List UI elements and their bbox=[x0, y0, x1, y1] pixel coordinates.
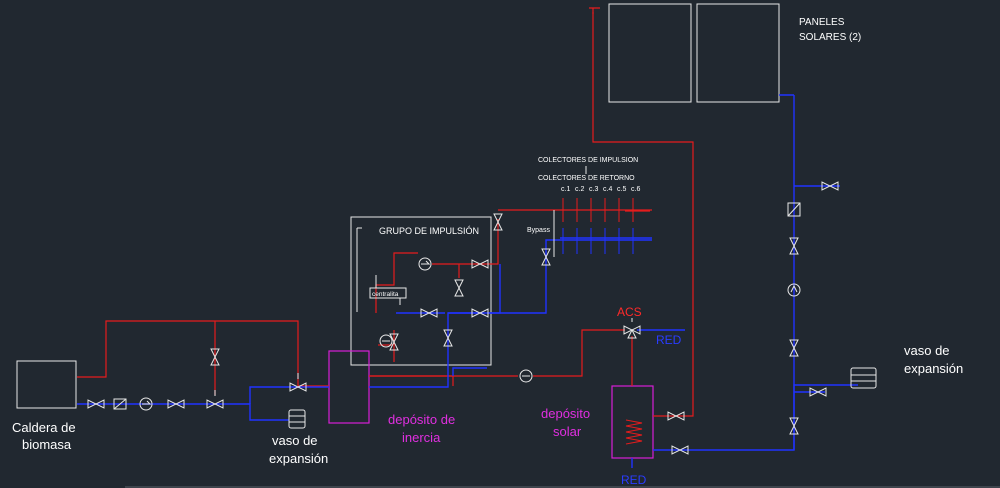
vessel-right-label-1: vaso de bbox=[904, 343, 950, 358]
solar-panels-label-1: PANELES bbox=[799, 17, 845, 28]
boiler-box bbox=[16, 360, 77, 409]
solar-tank-label-1: depósito bbox=[541, 406, 590, 421]
valve-icon bbox=[420, 308, 438, 318]
valve-stems bbox=[214, 318, 633, 396]
valve-icon bbox=[167, 399, 185, 409]
valve-icon bbox=[471, 308, 489, 318]
pump-icon bbox=[418, 257, 432, 271]
valve-icon bbox=[789, 417, 799, 435]
impulsion-group-bracket bbox=[356, 227, 362, 312]
three-way-valve-icon bbox=[623, 325, 641, 339]
vessel-left-label-1: vaso de bbox=[272, 433, 318, 448]
impulsion-group-frame bbox=[350, 216, 492, 366]
valve-icon bbox=[493, 213, 503, 231]
collectors-return-label: COLECTORES DE RETORNO bbox=[538, 175, 635, 182]
collector-ticks bbox=[562, 198, 634, 222]
red-label-top: RED bbox=[656, 333, 682, 347]
acs-label: ACS bbox=[617, 305, 642, 319]
valve-group bbox=[87, 181, 839, 455]
solar-panels-label-2: SOLARES (2) bbox=[799, 32, 861, 43]
circuit-label: c.5 bbox=[617, 186, 626, 193]
solar-tank bbox=[611, 385, 654, 459]
valve-icon bbox=[789, 339, 799, 357]
pump-icon bbox=[519, 369, 533, 383]
return-lines bbox=[77, 94, 858, 468]
boiler-label-2: biomasa bbox=[22, 437, 72, 452]
impulsion-group-title: GRUPO DE IMPULSIÓN bbox=[379, 226, 479, 236]
inertia-tank bbox=[328, 350, 370, 424]
circuit-label: c.1 bbox=[561, 186, 570, 193]
vessel-right-label-2: expansión bbox=[904, 361, 963, 376]
pump-icon bbox=[787, 283, 801, 297]
vessel-left-label-2: expansión bbox=[269, 451, 328, 466]
pump-icon bbox=[139, 397, 153, 411]
solar-panel-2 bbox=[696, 3, 780, 103]
circuit-label: c.4 bbox=[603, 186, 612, 193]
circuit-label: c.6 bbox=[631, 186, 640, 193]
controller-box bbox=[369, 287, 407, 299]
filter-group bbox=[113, 202, 801, 410]
valve-icon bbox=[443, 329, 453, 347]
bypass-label: Bypass bbox=[527, 227, 550, 234]
valve-icon bbox=[821, 181, 839, 191]
expansion-vessel-right bbox=[850, 367, 877, 389]
inertia-tank-label-1: depósito de bbox=[388, 412, 455, 427]
expansion-vessel-left bbox=[288, 409, 306, 429]
solar-tank-label-2: solar bbox=[553, 424, 582, 439]
valve-icon bbox=[210, 348, 220, 366]
red-label-bottom: RED bbox=[621, 473, 647, 487]
controller-label: centralita bbox=[372, 291, 399, 298]
valve-icon bbox=[809, 387, 827, 397]
valve-icon bbox=[389, 333, 399, 351]
valve-icon bbox=[454, 279, 464, 297]
collectors-supply-label: COLECTORES DE IMPULSION bbox=[538, 157, 638, 164]
circuit-label: c.3 bbox=[589, 186, 598, 193]
filter-icon bbox=[113, 398, 127, 410]
controller-link bbox=[375, 275, 401, 305]
valve-icon bbox=[471, 259, 489, 269]
filter-icon bbox=[787, 202, 801, 217]
valve-icon bbox=[671, 445, 689, 455]
valve-icon bbox=[206, 399, 224, 409]
circuit-label: c.2 bbox=[575, 186, 584, 193]
collector-return-ticks bbox=[562, 228, 634, 254]
pump-icon bbox=[379, 334, 393, 348]
valve-icon bbox=[789, 237, 799, 255]
pump-group bbox=[139, 257, 801, 411]
boiler-label-1: Caldera de bbox=[12, 420, 76, 435]
valve-icon bbox=[667, 411, 685, 421]
valve-icon bbox=[289, 382, 307, 392]
valve-icon bbox=[541, 248, 551, 266]
solar-panel-1 bbox=[608, 3, 692, 103]
solar-tank-coil bbox=[625, 419, 643, 445]
valve-icon bbox=[87, 399, 105, 409]
inertia-tank-label-2: inercia bbox=[402, 430, 441, 445]
supply-lines bbox=[77, 7, 694, 417]
